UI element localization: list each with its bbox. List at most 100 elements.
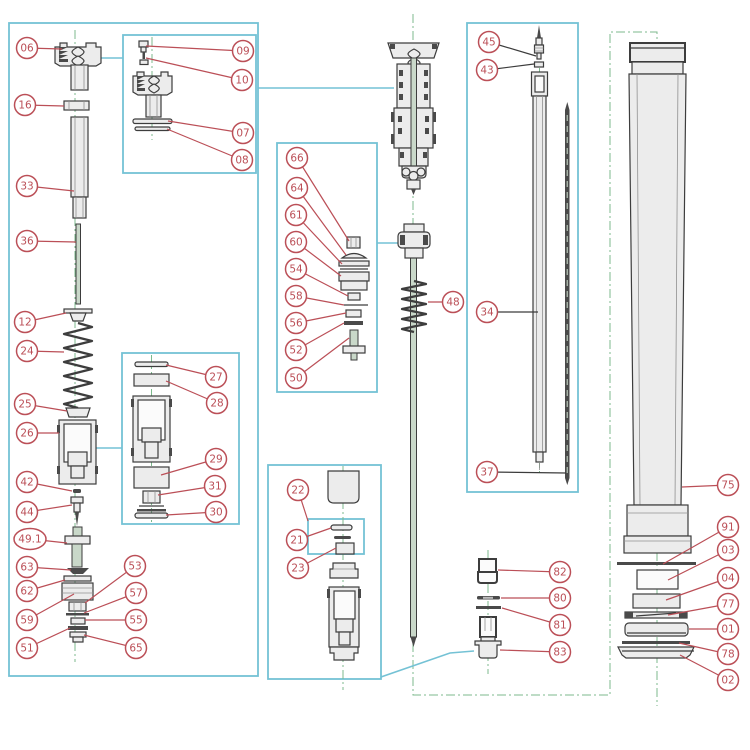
callout-21[interactable]: 21 <box>285 528 309 552</box>
callout-45[interactable]: 45 <box>477 30 501 54</box>
callout-circle[interactable] <box>548 586 572 610</box>
callout-82[interactable]: 82 <box>548 560 572 584</box>
callout-circle[interactable] <box>230 148 254 172</box>
callout-33[interactable]: 33 <box>15 174 39 198</box>
callout-75[interactable]: 75 <box>716 473 740 497</box>
callout-30[interactable]: 30 <box>204 500 228 524</box>
callout-37[interactable]: 37 <box>475 460 499 484</box>
callout-49.1[interactable]: 49.1 <box>13 527 47 551</box>
callout-34[interactable]: 34 <box>475 300 499 324</box>
callout-circle[interactable] <box>231 121 255 145</box>
callout-59[interactable]: 59 <box>15 608 39 632</box>
callout-circle[interactable] <box>716 566 740 590</box>
callout-60[interactable]: 60 <box>284 230 308 254</box>
callout-58[interactable]: 58 <box>284 284 308 308</box>
callout-24[interactable]: 24 <box>15 339 39 363</box>
callout-circle[interactable] <box>15 555 39 579</box>
callout-circle[interactable] <box>230 68 254 92</box>
callout-12[interactable]: 12 <box>13 310 37 334</box>
callout-circle[interactable] <box>203 474 227 498</box>
callout-circle[interactable] <box>15 174 39 198</box>
callout-circle[interactable] <box>285 528 309 552</box>
callout-57[interactable]: 57 <box>124 581 148 605</box>
callout-circle[interactable] <box>475 300 499 324</box>
callout-circle[interactable] <box>477 30 501 54</box>
callout-circle[interactable] <box>286 556 310 580</box>
callout-circle[interactable] <box>205 391 229 415</box>
callout-circle[interactable] <box>284 311 308 335</box>
callout-circle[interactable] <box>284 338 308 362</box>
callout-circle[interactable] <box>716 538 740 562</box>
callout-36[interactable]: 36 <box>15 229 39 253</box>
callout-65[interactable]: 65 <box>124 636 148 660</box>
callout-circle[interactable] <box>284 284 308 308</box>
callout-circle[interactable] <box>548 640 572 664</box>
callout-66[interactable]: 66 <box>285 146 309 170</box>
callout-circle[interactable] <box>15 500 39 524</box>
callout-circle[interactable] <box>285 176 309 200</box>
callout-29[interactable]: 29 <box>204 447 228 471</box>
callout-44[interactable]: 44 <box>15 500 39 524</box>
callout-16[interactable]: 16 <box>13 93 37 117</box>
callout-02[interactable]: 02 <box>716 668 740 692</box>
callout-circle[interactable] <box>204 447 228 471</box>
callout-31[interactable]: 31 <box>203 474 227 498</box>
callout-circle[interactable] <box>15 421 39 445</box>
callout-54[interactable]: 54 <box>284 257 308 281</box>
callout-circle[interactable] <box>475 58 499 82</box>
callout-22[interactable]: 22 <box>286 478 310 502</box>
callout-circle[interactable] <box>475 460 499 484</box>
callout-42[interactable]: 42 <box>15 470 39 494</box>
callout-circle[interactable] <box>15 608 39 632</box>
callout-circle[interactable] <box>15 339 39 363</box>
callout-53[interactable]: 53 <box>123 554 147 578</box>
callout-circle[interactable] <box>124 581 148 605</box>
callout-circle[interactable] <box>15 636 39 660</box>
callout-circle[interactable] <box>231 39 255 63</box>
callout-48[interactable]: 48 <box>441 290 465 314</box>
callout-64[interactable]: 64 <box>285 176 309 200</box>
callout-circle[interactable] <box>286 478 310 502</box>
callout-circle[interactable] <box>716 473 740 497</box>
callout-52[interactable]: 52 <box>284 338 308 362</box>
callout-circle[interactable] <box>548 613 572 637</box>
callout-27[interactable]: 27 <box>204 365 228 389</box>
callout-10[interactable]: 10 <box>230 68 254 92</box>
callout-circle[interactable] <box>123 554 147 578</box>
callout-83[interactable]: 83 <box>548 640 572 664</box>
callout-circle[interactable] <box>124 608 148 632</box>
callout-circle[interactable] <box>284 230 308 254</box>
callout-circle[interactable] <box>13 93 37 117</box>
callout-56[interactable]: 56 <box>284 311 308 335</box>
callout-circle[interactable] <box>284 366 308 390</box>
callout-03[interactable]: 03 <box>716 538 740 562</box>
callout-25[interactable]: 25 <box>13 392 37 416</box>
callout-circle[interactable] <box>441 290 465 314</box>
callout-78[interactable]: 78 <box>716 642 740 666</box>
callout-circle[interactable] <box>284 203 308 227</box>
callout-26[interactable]: 26 <box>15 421 39 445</box>
callout-61[interactable]: 61 <box>284 203 308 227</box>
callout-circle[interactable] <box>13 392 37 416</box>
callout-63[interactable]: 63 <box>15 555 39 579</box>
callout-62[interactable]: 62 <box>15 579 39 603</box>
callout-circle[interactable] <box>13 527 47 551</box>
callout-circle[interactable] <box>13 310 37 334</box>
callout-circle[interactable] <box>15 36 39 60</box>
callout-07[interactable]: 07 <box>231 121 255 145</box>
callout-circle[interactable] <box>204 365 228 389</box>
callout-81[interactable]: 81 <box>548 613 572 637</box>
callout-23[interactable]: 23 <box>286 556 310 580</box>
callout-circle[interactable] <box>204 500 228 524</box>
callout-circle[interactable] <box>716 592 740 616</box>
callout-circle[interactable] <box>548 560 572 584</box>
callout-circle[interactable] <box>15 579 39 603</box>
callout-91[interactable]: 91 <box>716 515 740 539</box>
callout-08[interactable]: 08 <box>230 148 254 172</box>
callout-circle[interactable] <box>716 642 740 666</box>
callout-77[interactable]: 77 <box>716 592 740 616</box>
callout-09[interactable]: 09 <box>231 39 255 63</box>
callout-circle[interactable] <box>15 229 39 253</box>
callout-circle[interactable] <box>285 146 309 170</box>
callout-circle[interactable] <box>15 470 39 494</box>
